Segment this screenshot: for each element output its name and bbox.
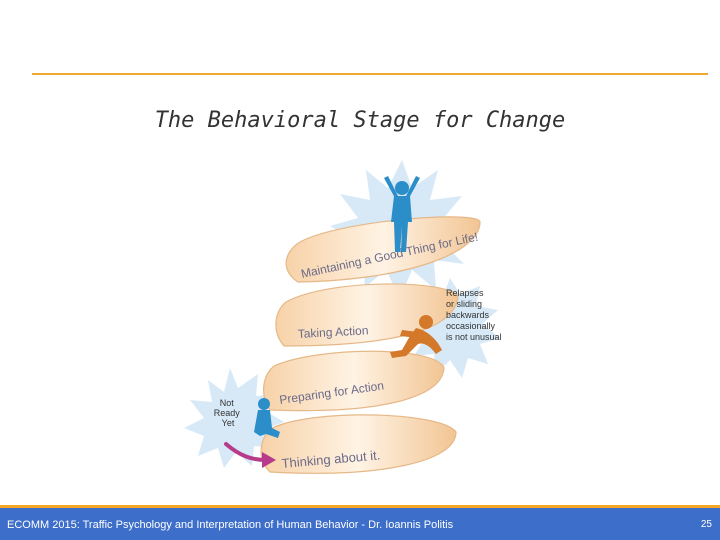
relapse-line: or sliding (446, 299, 482, 309)
not-ready-note: Not Ready Yet (214, 398, 243, 428)
not-ready-line: Not (220, 398, 235, 408)
bottom-starburst (184, 368, 284, 468)
not-ready-line: Ready (214, 408, 241, 418)
footer-text: ECOMM 2015: Traffic Psychology and Inter… (7, 519, 454, 531)
relapse-line: backwards (446, 310, 490, 320)
top-divider-line (32, 73, 708, 75)
celebrating-person-icon (384, 176, 420, 252)
relapse-line: is not unusual (446, 332, 502, 342)
relapse-line: Relapses (446, 288, 484, 298)
slide-title: The Behavioral Stage for Change (154, 108, 566, 133)
stages-of-change-diagram: Maintaining a Good Thing for Life! Takin… (180, 160, 520, 490)
sitting-person-icon (254, 398, 280, 438)
ribbon-band-taking-action (275, 283, 459, 347)
ribbon-band-maintaining (285, 216, 481, 283)
page-number: 25 (700, 519, 712, 530)
stage-label-taking-action: Taking Action (297, 323, 368, 341)
footer-bar: ECOMM 2015: Traffic Psychology and Inter… (0, 505, 720, 540)
sliding-person-icon (390, 315, 442, 358)
not-ready-line: Yet (222, 418, 235, 428)
relapse-line: occasionally (446, 321, 496, 331)
relapse-note: Relapses or sliding backwards occasional… (446, 288, 502, 342)
start-arrow-icon (224, 442, 276, 468)
